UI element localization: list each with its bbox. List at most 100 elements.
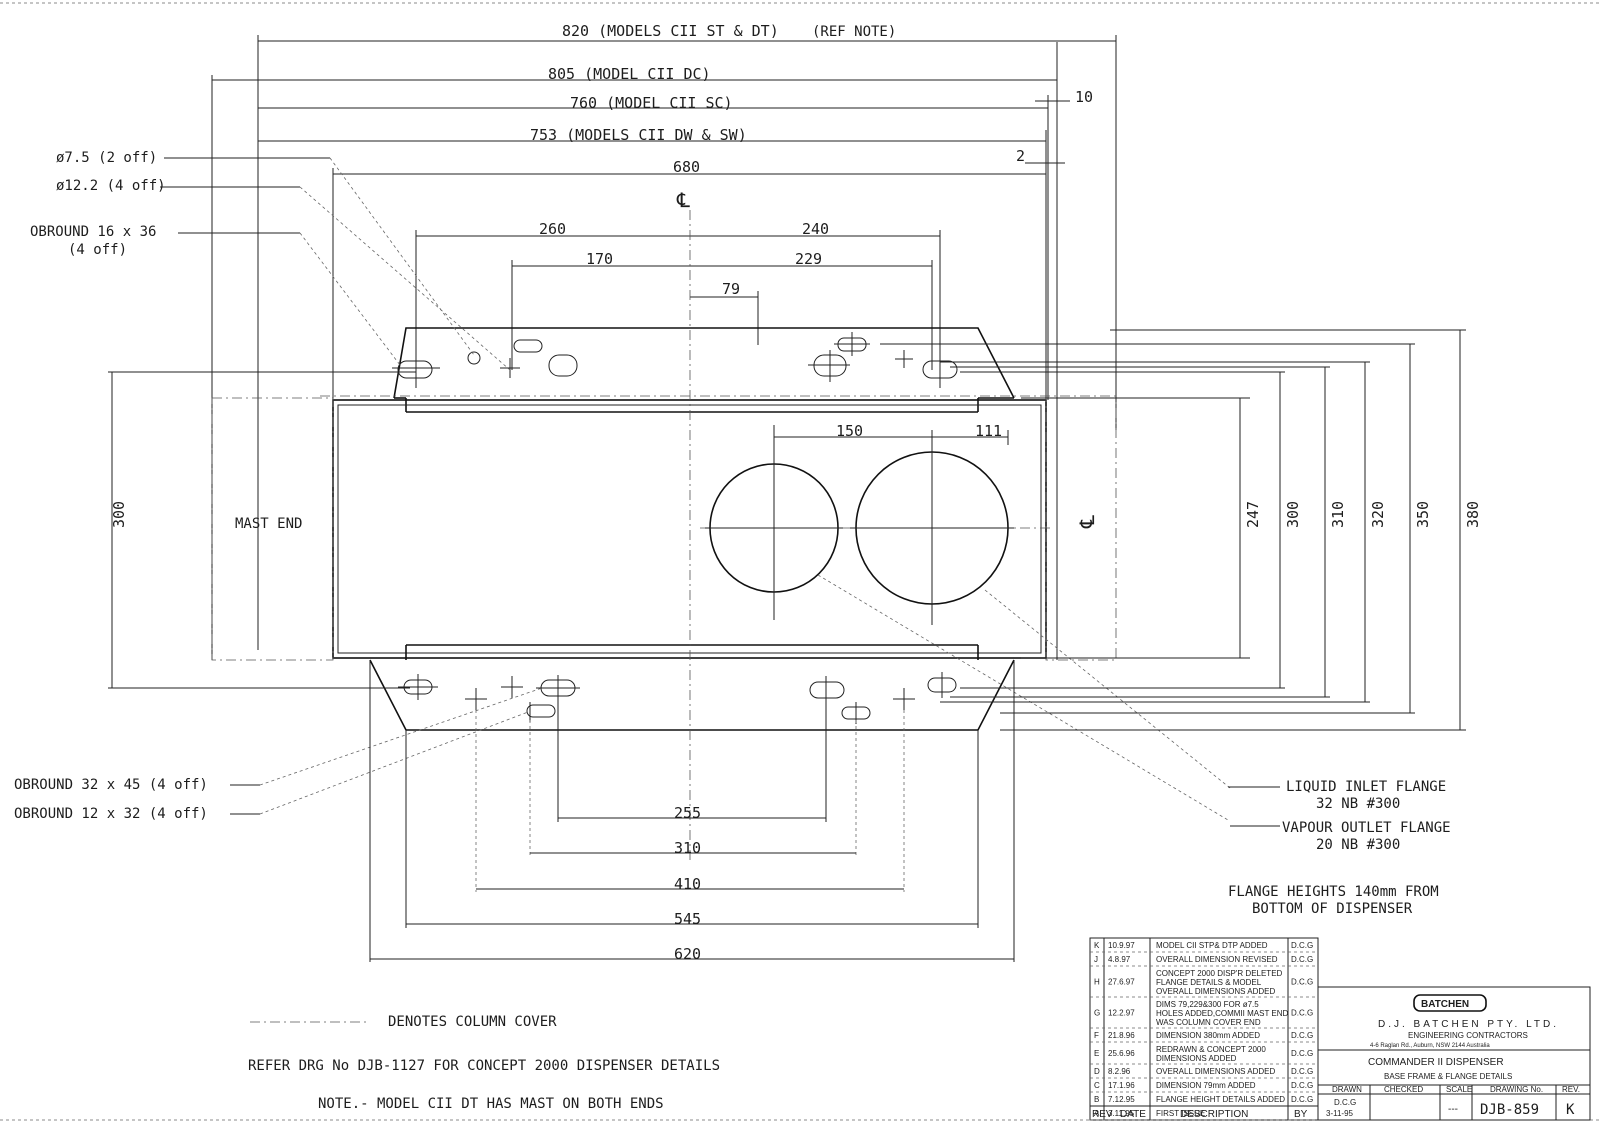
- obround-top-left: [397, 360, 433, 379]
- dim-753-label: 753 (MODELS CII DW & SW): [530, 126, 747, 144]
- revision-by: D.C.G: [1291, 1049, 1313, 1058]
- dim-255: 255: [674, 804, 701, 822]
- revision-letter: G: [1094, 1009, 1100, 1018]
- right-height-dimensions: 247 300 310 320 350 380: [880, 329, 1482, 731]
- revision-description: DIMENSION 79mm ADDED: [1156, 1081, 1256, 1090]
- hole-75-left: [467, 351, 481, 365]
- tb-header-checked: CHECKED: [1384, 1085, 1423, 1094]
- revision-date: 17.1.96: [1108, 1081, 1135, 1090]
- dim-410: 410: [674, 875, 701, 893]
- dim-170-label: 170: [586, 250, 613, 268]
- title-block: BATCHEN D.J. BATCHEN PTY. LTD. ENGINEERI…: [1317, 986, 1591, 1121]
- revision-letter: C: [1094, 1081, 1100, 1090]
- revision-letter: K: [1094, 941, 1100, 950]
- note-refer: REFER DRG No DJB-1127 FOR CONCEPT 2000 D…: [248, 1058, 720, 1074]
- revision-by: D.C.G: [1291, 1081, 1313, 1090]
- revision-description: DIMS 79,229&300 FOR ø7.5: [1156, 1000, 1259, 1009]
- revision-letter: H: [1094, 978, 1100, 987]
- hole-dimensions: 260 240 170 229 79: [415, 220, 941, 375]
- revision-by: D.C.G: [1291, 1031, 1313, 1040]
- revision-row: A 3.11.95 FIRST ISSUE: [1090, 1109, 1318, 1121]
- dim-760-label: 760 (MODEL CII SC): [570, 94, 733, 112]
- dim-380: 380: [1464, 501, 1482, 528]
- dim-2-label: 2: [1016, 147, 1025, 165]
- revision-description: FIRST ISSUE: [1156, 1109, 1205, 1118]
- company-subtitle: ENGINEERING CONTRACTORS: [1408, 1031, 1528, 1040]
- dim-229-label: 229: [795, 250, 822, 268]
- revision-by: D.C.G: [1291, 941, 1313, 950]
- bottom-dimensions: 255 310 410 545 620: [369, 660, 1015, 963]
- revision-row: C 17.1.96 DIMENSION 79mm ADDED D.C.G: [1090, 1081, 1318, 1093]
- revision-date: 25.6.96: [1108, 1049, 1135, 1058]
- dim-300-left: 300: [110, 501, 128, 528]
- rev-header-by: BY: [1294, 1109, 1308, 1120]
- note-mast: NOTE.- MODEL CII DT HAS MAST ON BOTH END…: [318, 1096, 664, 1112]
- revision-by: D.C.G: [1291, 1067, 1313, 1076]
- drawing-subtitle: BASE FRAME & FLANGE DETAILS: [1384, 1072, 1512, 1081]
- centerline-symbol-top: ℄: [676, 188, 690, 212]
- tb-header-scale: SCALE: [1446, 1085, 1472, 1094]
- dim-260-label: 260: [539, 220, 566, 238]
- tb-drawn-by: D.C.G: [1334, 1098, 1356, 1107]
- revision-by: D.C.G: [1291, 1095, 1313, 1104]
- revision-letter: B: [1094, 1095, 1099, 1104]
- dim-820-label: 820 (MODELS CII ST & DT): [562, 22, 779, 40]
- revision-description: FLANGE DETAILS & MODEL: [1156, 978, 1262, 987]
- dim-10-label: 10: [1075, 88, 1093, 106]
- revision-letter: D: [1094, 1067, 1100, 1076]
- revision-date: 27.6.97: [1108, 978, 1135, 987]
- base-frame: ℄: [211, 210, 1120, 860]
- label-liquid-size: 32 NB #300: [1316, 796, 1400, 812]
- dim-300-right: 300: [1284, 501, 1302, 528]
- label-obround-12-32: OBROUND 12 x 32 (4 off): [14, 806, 208, 822]
- flanges: 150 111: [705, 422, 1231, 821]
- logo-text: BATCHEN: [1421, 999, 1469, 1010]
- label-hole-122: ø12.2 (4 off): [56, 178, 166, 194]
- dim-79-label: 79: [722, 280, 740, 298]
- tb-header-rev: REV.: [1562, 1085, 1580, 1094]
- dim-ref-note: (REF NOTE): [812, 24, 896, 40]
- revision-date: 3.11.95: [1108, 1109, 1135, 1118]
- label-obround-16-36-qty: (4 off): [68, 242, 127, 258]
- tb-drawn-date: 3-11-95: [1326, 1109, 1354, 1118]
- revision-description: DIMENSION 380mm ADDED: [1156, 1031, 1260, 1040]
- tb-rev: K: [1566, 1102, 1575, 1118]
- dim-545: 545: [674, 910, 701, 928]
- dim-680-label: 680: [673, 158, 700, 176]
- dim-805-label: 805 (MODEL CII DC): [548, 65, 711, 83]
- dim-350: 350: [1414, 501, 1432, 528]
- dim-247: 247: [1244, 501, 1262, 528]
- centerline-symbol-right: ℄: [1075, 515, 1099, 529]
- revision-letter: F: [1094, 1031, 1099, 1040]
- dim-150-label: 150: [836, 422, 863, 440]
- label-obround-16-36: OBROUND 16 x 36: [30, 224, 156, 240]
- revision-letter: J: [1094, 955, 1098, 964]
- revision-date: 8.2.96: [1108, 1067, 1131, 1076]
- revision-description: DIMENSIONS ADDED: [1156, 1054, 1237, 1063]
- left-labels: ø7.5 (2 off) ø12.2 (4 off) OBROUND 16 x …: [14, 150, 543, 822]
- label-hole-75: ø7.5 (2 off): [56, 150, 157, 166]
- column-cover-left: [211, 397, 334, 661]
- label-vapour-outlet: VAPOUR OUTLET FLANGE: [1282, 820, 1451, 836]
- notes: DENOTES COLUMN COVER REFER DRG No DJB-11…: [248, 1014, 720, 1112]
- drawing-title: COMMANDER II DISPENSER: [1368, 1057, 1504, 1068]
- label-mast-end: MAST END: [235, 516, 302, 532]
- revision-description: CONCEPT 2000 DISP'R DELETED: [1156, 969, 1283, 978]
- rev-header-date: DATE: [1120, 1109, 1146, 1120]
- revision-by: D.C.G: [1291, 955, 1313, 964]
- revision-row: K 10.9.97 MODEL CII STP& DTP ADDED D.C.G: [1090, 941, 1318, 953]
- revision-date: 7.12.95: [1108, 1095, 1135, 1104]
- revision-letter: A: [1094, 1109, 1100, 1118]
- revision-description: OVERALL DIMENSION REVISED: [1156, 955, 1278, 964]
- holes: [392, 332, 958, 724]
- note-column-cover: DENOTES COLUMN COVER: [388, 1014, 557, 1030]
- company-address: 4-6 Raglan Rd., Auburn, NSW 2144 Austral…: [1370, 1043, 1490, 1049]
- revision-date: 10.9.97: [1108, 941, 1135, 950]
- revision-description: MODEL CII STP& DTP ADDED: [1156, 941, 1268, 950]
